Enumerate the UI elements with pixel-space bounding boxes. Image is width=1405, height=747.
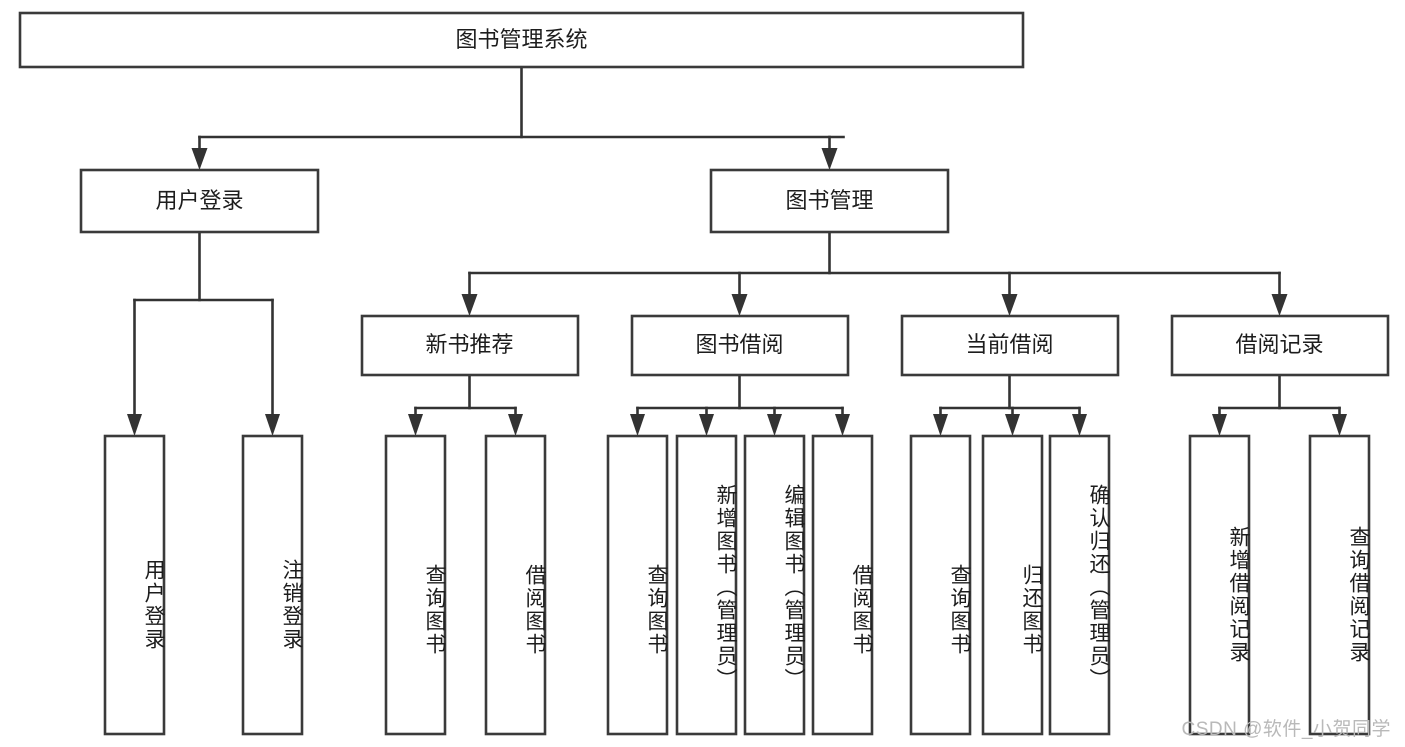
arrow-leaf-return-book [1005,414,1020,436]
arrow-to-user-login [191,148,208,170]
node-box-root[interactable] [18,11,1025,69]
arrow-leaf-logout [265,414,280,436]
arrow-leaf-query-book-3 [933,414,948,436]
boxes-layer: 图书管理系统 用户登录 图书管理 新书推荐 图书借阅 当前 [18,11,1390,736]
node-label-current-borrow: 当前借阅 [965,332,1053,357]
watermark-text: CSDN @软件_小贺同学 [1181,719,1391,740]
arrow-to-borrow-record [1271,294,1288,316]
arrow-leaf-query-book-1 [408,414,423,436]
leaf-box-add-book-admin[interactable] [675,434,738,736]
leaf-box-logout[interactable] [241,434,304,736]
node-label-book-borrow: 图书借阅 [695,332,783,357]
node-box-current-borrow[interactable] [900,314,1120,377]
connectors-layer [127,65,1347,436]
arrow-leaf-edit-book [767,414,782,436]
node-box-book-borrow[interactable] [630,314,850,377]
leaf-box-user-login[interactable] [103,434,166,736]
node-user-login[interactable]: 用户登录 [79,168,320,234]
arrow-leaf-query-book-2 [630,414,645,436]
arrow-leaf-add-record [1212,414,1227,436]
leaf-box-query-book-cb[interactable] [909,434,972,736]
node-box-user-login[interactable] [79,168,320,234]
arrow-to-current-borrow [1001,294,1018,316]
node-label-new-book-recommend: 新书推荐 [425,332,513,357]
leaf-box-add-borrow-record[interactable] [1188,434,1251,736]
arrow-leaf-borrow-book-2 [835,414,850,436]
arrow-leaf-query-record [1332,414,1347,436]
node-borrow-record[interactable]: 借阅记录 [1170,314,1390,377]
arrow-leaf-confirm-return [1072,414,1087,436]
node-current-borrow[interactable]: 当前借阅 [900,314,1120,377]
node-box-borrow-record[interactable] [1170,314,1390,377]
node-box-new-book-recommend[interactable] [360,314,580,377]
arrow-leaf-borrow-book-1 [508,414,523,436]
arrow-leaf-add-book [699,414,714,436]
node-label-borrow-record: 借阅记录 [1235,332,1323,357]
arrow-leaf-user-login [127,414,142,436]
leaf-box-edit-book-admin[interactable] [743,434,806,736]
leaf-box-confirm-return-admin[interactable] [1048,434,1111,736]
node-root-system[interactable]: 图书管理系统 [18,11,1025,69]
leaf-box-query-borrow-record[interactable] [1308,434,1371,736]
leaf-box-borrow-book-bb[interactable] [811,434,874,736]
node-book-borrow[interactable]: 图书借阅 [630,314,850,377]
node-label-book-management: 图书管理 [785,188,873,213]
leaf-box-borrow-book-nbr[interactable] [484,434,547,736]
node-label-root: 图书管理系统 [455,27,587,52]
leaf-box-return-book[interactable] [981,434,1044,736]
node-book-management[interactable]: 图书管理 [709,168,950,234]
node-box-book-management[interactable] [709,168,950,234]
node-new-book-recommend[interactable]: 新书推荐 [360,314,580,377]
arrow-to-new-book-rec [461,294,478,316]
arrow-to-book-borrow [731,294,748,316]
leaf-box-query-book-nbr[interactable] [384,434,447,736]
node-label-user-login: 用户登录 [155,188,243,213]
arrow-to-book-mgmt [821,148,838,170]
leaf-box-query-book-bb[interactable] [606,434,669,736]
